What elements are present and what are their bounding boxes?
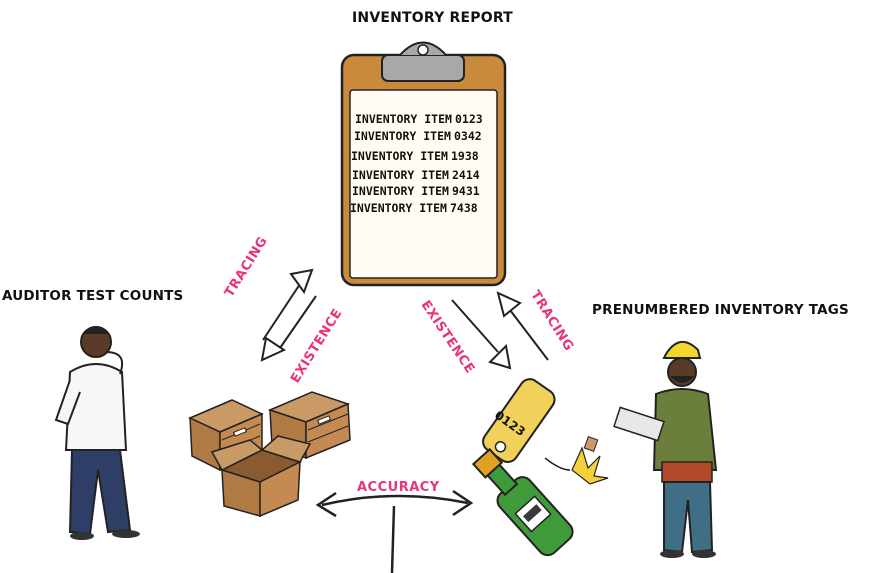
auditor-label: AUDITOR TEST COUNTS (2, 288, 184, 304)
report-item-number: 7438 (450, 201, 478, 215)
champagne-bottle-icon (471, 436, 609, 557)
report-item-name: INVENTORY ITEM (352, 168, 449, 182)
report-item-name: INVENTORY ITEM (355, 112, 452, 126)
report-item-name: INVENTORY ITEM (351, 149, 448, 163)
report-item-number: 2414 (452, 168, 480, 182)
report-item-name: INVENTORY ITEM (354, 129, 451, 143)
clipboard-clip (381, 41, 465, 82)
right-existence-arrow (451, 299, 512, 370)
accuracy-arrow (315, 489, 474, 573)
report-item-number: 9431 (452, 184, 480, 198)
left-tracing-arrow (262, 268, 314, 341)
boxes-icon (188, 391, 351, 518)
tags-label: PRENUMBERED INVENTORY TAGS (592, 302, 849, 318)
report-item-number: 0123 (455, 112, 483, 126)
clipboard (340, 41, 507, 287)
left-existence-arrow (260, 295, 317, 362)
auditor-person-icon (54, 326, 140, 540)
diagram-title: INVENTORY REPORT (352, 10, 513, 26)
report-item-number: 0342 (454, 129, 482, 143)
right-tracing-arrow (496, 291, 549, 361)
accuracy-label: ACCURACY (357, 480, 440, 495)
report-item-name: INVENTORY ITEM (352, 184, 449, 198)
worker-person-icon (613, 341, 718, 558)
report-item-name: INVENTORY ITEM (350, 201, 447, 215)
report-item-number: 1938 (451, 149, 479, 163)
tag-icon (482, 378, 571, 471)
